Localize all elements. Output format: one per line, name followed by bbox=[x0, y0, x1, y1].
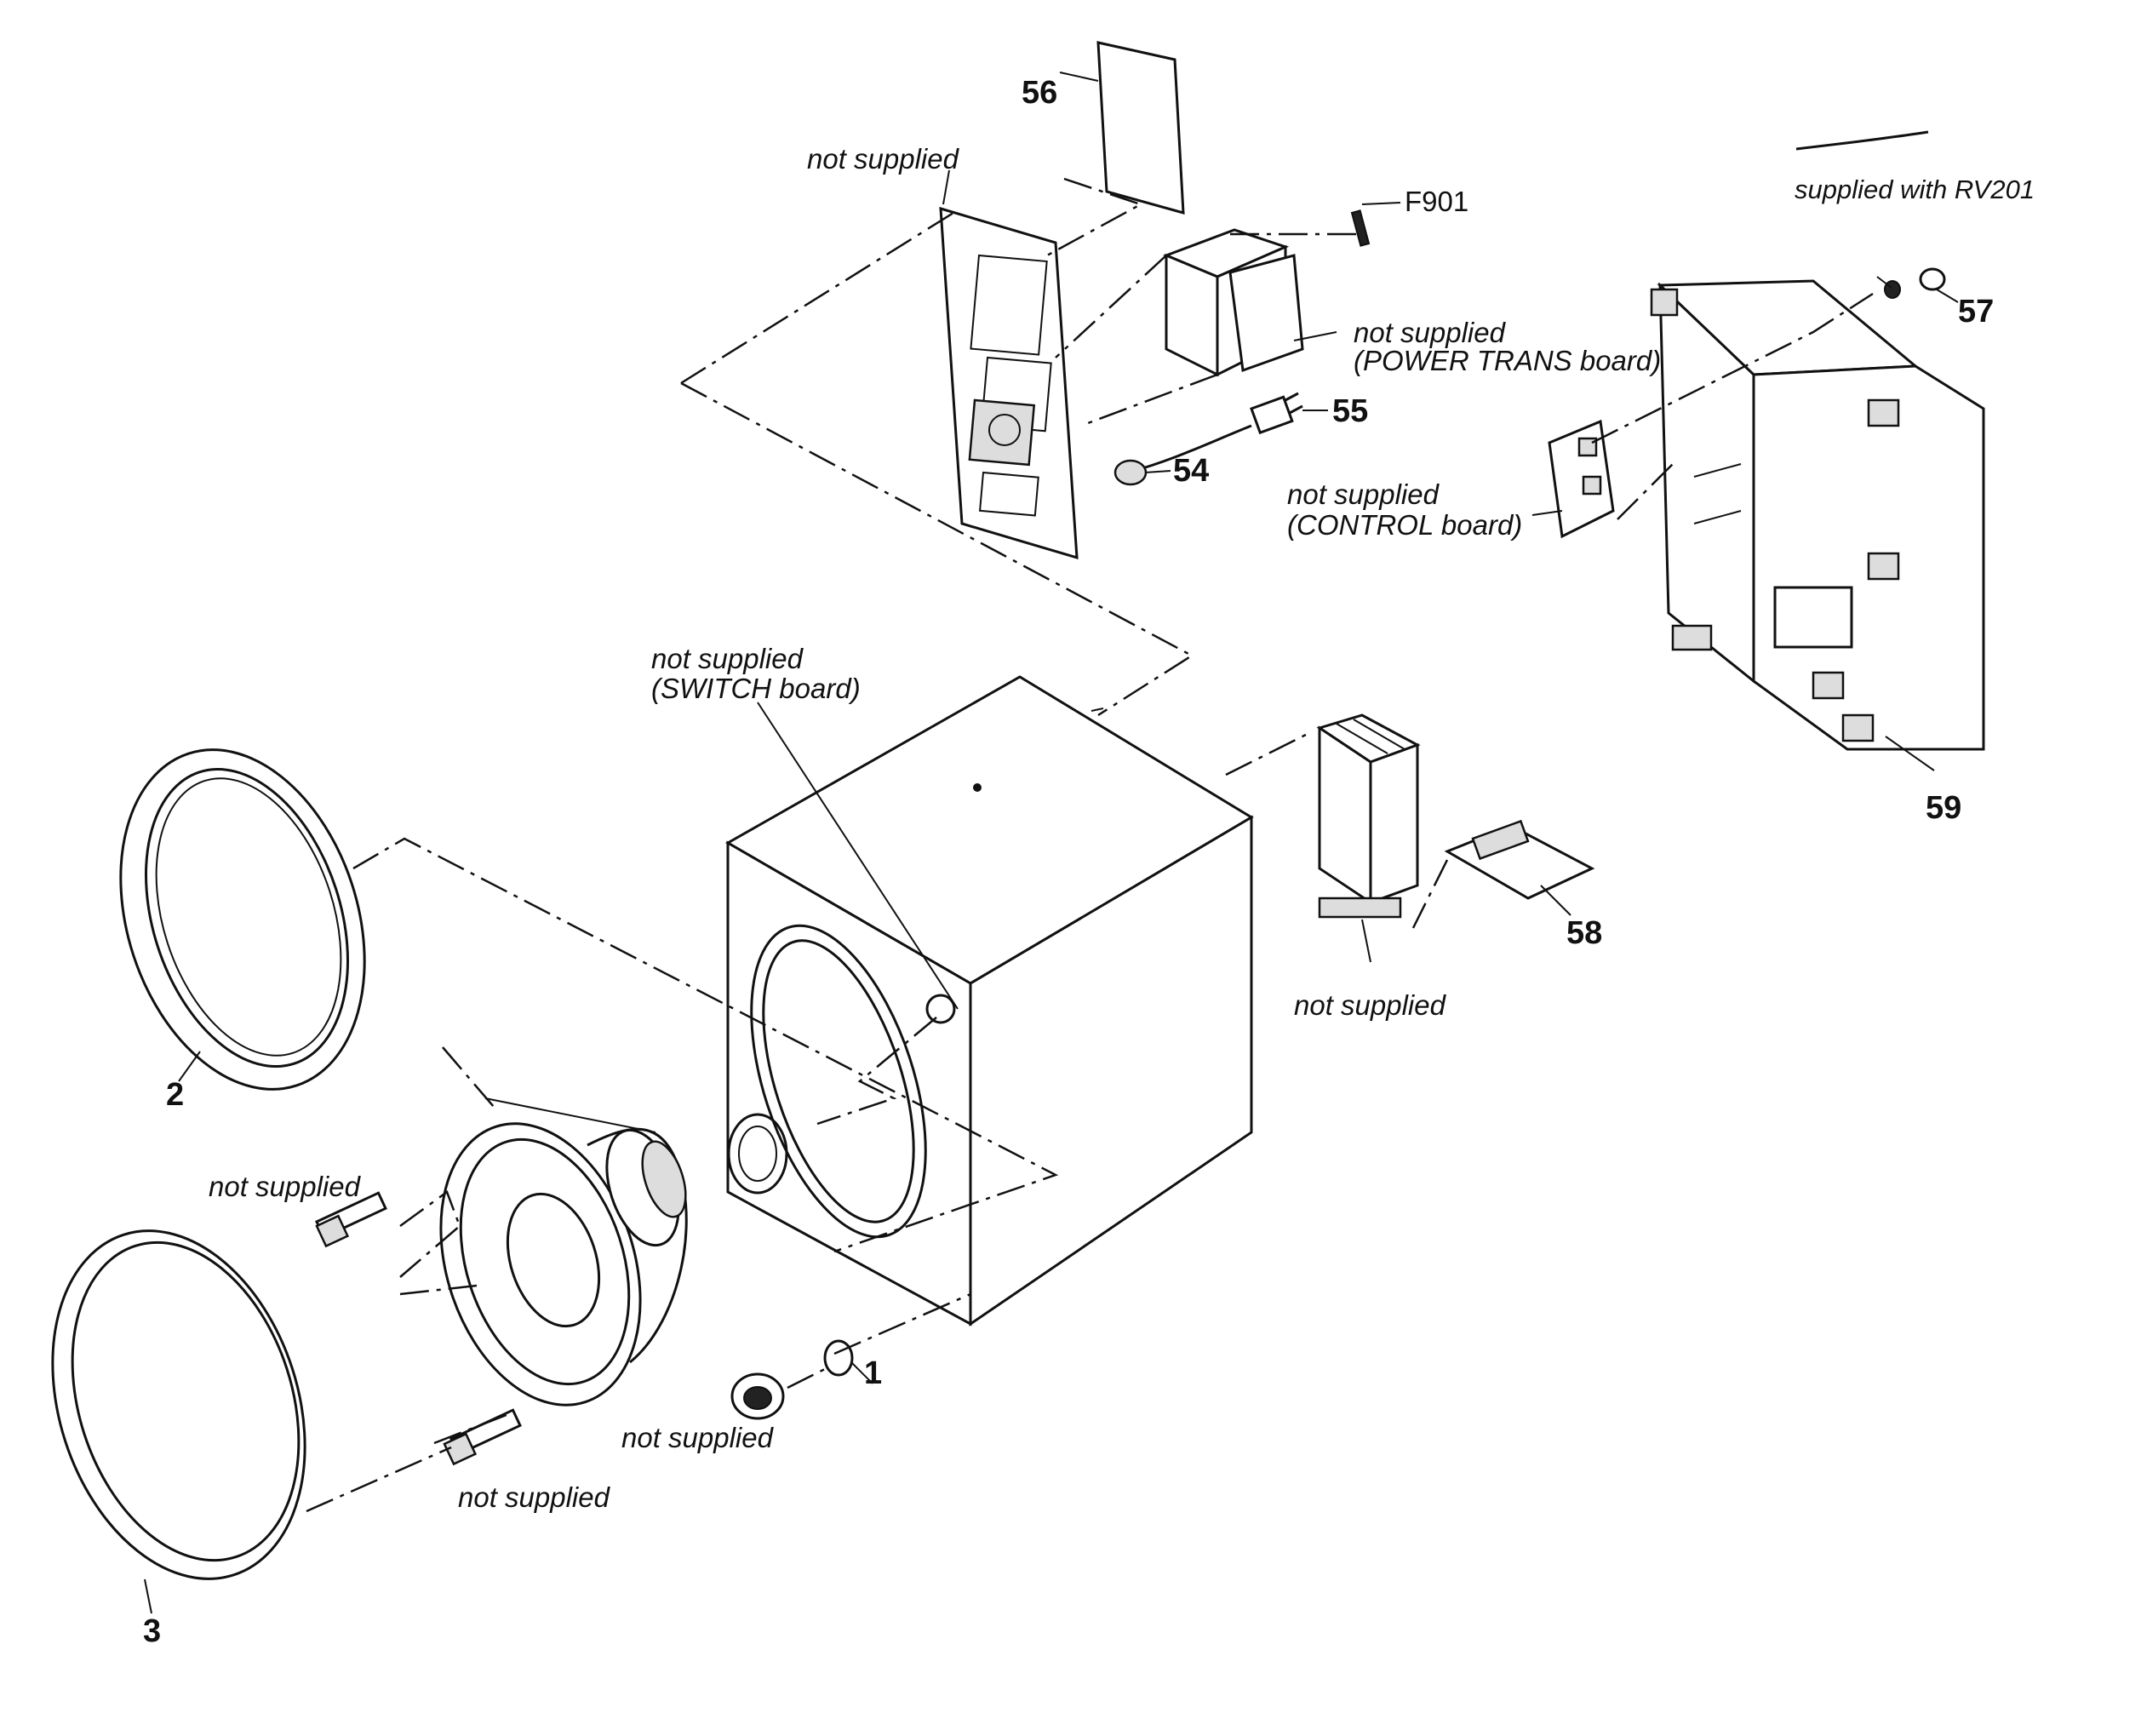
label-not-supplied-knob: not supplied bbox=[621, 1422, 773, 1453]
label-f901: F901 bbox=[1405, 186, 1469, 217]
assembly-lines bbox=[306, 177, 1874, 1513]
label-not-supplied-power-trans: not supplied bbox=[1354, 317, 1505, 348]
part-number-58: 58 bbox=[1566, 915, 1603, 951]
part-number-3: 3 bbox=[143, 1613, 162, 1649]
power-cord bbox=[1113, 392, 1303, 486]
label-switch-board: (SWITCH board) bbox=[651, 673, 861, 704]
front-grille bbox=[51, 1229, 306, 1580]
label-not-supplied-top: not supplied bbox=[807, 143, 959, 175]
label-not-supplied-control: not supplied bbox=[1287, 478, 1439, 510]
woofer-speaker bbox=[439, 1097, 688, 1407]
part-number-55: 55 bbox=[1332, 393, 1369, 429]
power-trans-assembly bbox=[1162, 228, 1304, 377]
leader-lines bbox=[144, 72, 1959, 1614]
part-number-57: 57 bbox=[1958, 294, 1995, 329]
label-not-supplied-switch: not supplied bbox=[651, 643, 803, 674]
scan-mark bbox=[1795, 130, 1929, 151]
part-number-54: 54 bbox=[1173, 453, 1210, 489]
knob-57 bbox=[1919, 267, 1946, 291]
label-not-supplied-screw-bottom: not supplied bbox=[458, 1481, 610, 1513]
board-58 bbox=[1444, 819, 1595, 900]
grille-ring bbox=[119, 748, 366, 1091]
part-number-1: 1 bbox=[864, 1355, 883, 1391]
label-not-supplied-screw-top: not supplied bbox=[209, 1171, 360, 1202]
heatsink bbox=[1316, 713, 1421, 919]
part-number-56: 56 bbox=[1022, 75, 1058, 111]
label-control-board: (CONTROL board) bbox=[1287, 509, 1523, 541]
label-supplied-with-rv201: supplied with RV201 bbox=[1795, 175, 2035, 204]
label-not-supplied-heatsink: not supplied bbox=[1294, 989, 1445, 1021]
knob-cap bbox=[823, 1339, 854, 1377]
mounting-screw-bottom bbox=[443, 1408, 522, 1466]
board-56 bbox=[1096, 41, 1185, 215]
part-number-59: 59 bbox=[1926, 790, 1962, 826]
part-number-2: 2 bbox=[166, 1077, 185, 1113]
rear-panel bbox=[939, 206, 1079, 560]
mounting-screw-top bbox=[315, 1191, 387, 1248]
cabinet bbox=[724, 675, 1254, 1326]
volume-knob bbox=[730, 1372, 785, 1420]
chassis-frame bbox=[1650, 279, 1985, 751]
fuse-f901 bbox=[1350, 209, 1371, 247]
label-power-trans-board: (POWER TRANS board) bbox=[1354, 345, 1662, 376]
control-board bbox=[1548, 419, 1615, 539]
